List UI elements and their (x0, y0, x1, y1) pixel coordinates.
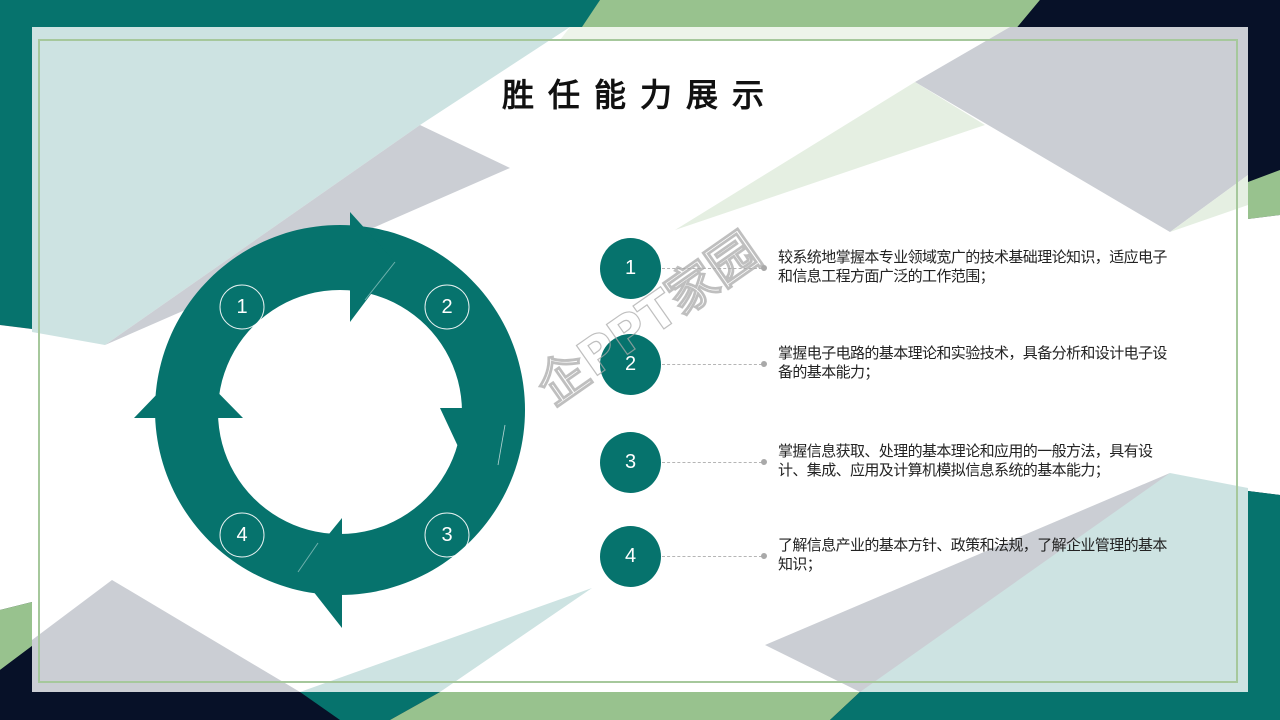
dashed-connector (662, 462, 762, 463)
ability-item-1: 1 较系统地掌握本专业领域宽广的技术基础理论知识，适应电子和信息工程方面广泛的工… (600, 238, 1200, 300)
ability-text: 掌握信息获取、处理的基本理论和应用的一般方法，具有设计、集成、应用及计算机模拟信… (778, 442, 1153, 479)
number-badge: 2 (600, 334, 661, 395)
inner-frame-border (38, 39, 1238, 683)
connector-dot (761, 553, 767, 559)
arrow-down-icon (440, 408, 505, 455)
ability-text: 了解信息产业的基本方针、政策和法规，了解企业管理的基本知识； (778, 536, 1167, 573)
page-title: 胜任能力展示 (501, 76, 778, 114)
ability-item-4: 4 了解信息产业的基本方针、政策和法规，了解企业管理的基本知识； (600, 526, 1200, 588)
dashed-connector (662, 556, 762, 557)
cycle-step-2: 2 (441, 295, 453, 318)
ability-text: 较系统地掌握本专业领域宽广的技术基础理论知识，适应电子和信息工程方面广泛的工作范… (778, 248, 1167, 285)
dashed-connector (662, 268, 762, 269)
ability-item-3: 3 掌握信息获取、处理的基本理论和应用的一般方法，具有设计、集成、应用及计算机模… (600, 432, 1200, 494)
ability-item-2: 2 掌握电子电路的基本理论和实验技术，具备分析和设计电子设备的基本能力； (600, 334, 1200, 396)
connector-dot (761, 265, 767, 271)
arrow-left-icon (298, 518, 342, 628)
number-badge: 3 (600, 432, 661, 493)
ability-text: 掌握电子电路的基本理论和实验技术，具备分析和设计电子设备的基本能力； (778, 344, 1167, 381)
number-badge: 4 (600, 526, 661, 587)
arrow-right-icon (350, 212, 395, 322)
cycle-step-4: 4 (236, 523, 248, 546)
cycle-step-3: 3 (441, 523, 453, 546)
connector-dot (761, 459, 767, 465)
number-badge: 1 (600, 238, 661, 299)
dashed-connector (662, 364, 762, 365)
connector-dot (761, 361, 767, 367)
cycle-step-1: 1 (236, 295, 248, 318)
arrow-up-icon (134, 362, 243, 418)
